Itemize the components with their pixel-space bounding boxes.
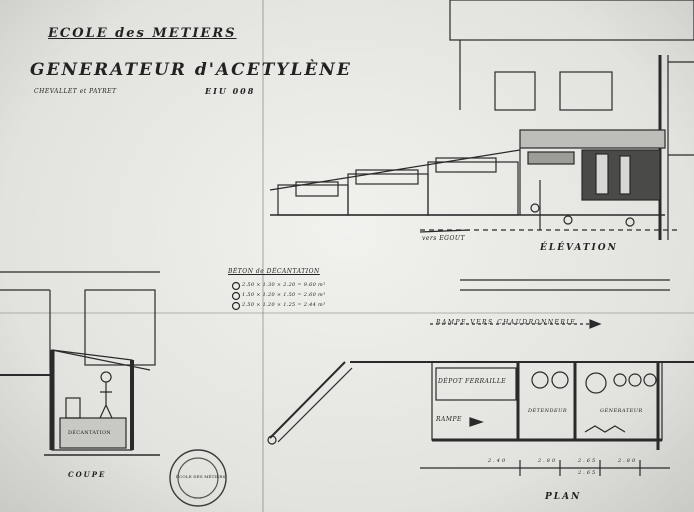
sheet-code: EIU 008 xyxy=(205,86,256,96)
elevation-label: ÉLÉVATION xyxy=(540,243,618,253)
top-frame xyxy=(449,0,694,41)
dimension-2: 2.80 xyxy=(538,458,558,464)
dimension-1: 2.40 xyxy=(488,458,508,464)
stamp-text: ÉCOLE DES MÉTIERS xyxy=(176,474,226,479)
bullet-1 xyxy=(231,281,241,291)
materials-row-3: 2.50 × 1.20 × 1.25 = 2.44 m³ xyxy=(242,302,326,308)
plan-label: PLAN xyxy=(545,492,582,502)
dimension-5: 2.65 xyxy=(578,470,598,476)
decantation-label: DÉCANTATION xyxy=(68,430,111,436)
materials-row-1: 2.50 × 1.30 × 2.20 = 9.60 m³ xyxy=(242,282,326,288)
bullet-3 xyxy=(231,301,241,311)
elevation-drawing xyxy=(269,129,680,233)
architects-credit: CHEVALLET et PAYRET xyxy=(34,88,117,95)
ramp-route-label: RAMPE VERS CHAUDRONNERIE xyxy=(436,319,577,326)
window-outline xyxy=(494,71,536,111)
school-name: ECOLE des METIERS xyxy=(48,26,237,41)
drawing-title: GENERATEUR d'ACETYLÈNE xyxy=(30,60,352,80)
rampe-label: RAMPE xyxy=(436,416,462,423)
dimension-3: 2.65 xyxy=(578,458,598,464)
detendeur-label: DÉTENDEUR xyxy=(528,408,568,414)
plan-drawing xyxy=(267,361,694,476)
fold-line xyxy=(262,0,264,512)
dimension-4: 2.80 xyxy=(618,458,638,464)
coupe-drawing xyxy=(44,349,160,456)
fold-line xyxy=(0,312,694,314)
egout-label: vers EGOUT xyxy=(422,235,465,242)
materials-row-2: 1.50 × 1.20 × 1.50 = 2.60 m³ xyxy=(242,292,326,298)
school-stamp-inner xyxy=(177,457,219,499)
school-stamp xyxy=(169,449,227,507)
generateur-label: GÉNÉRATEUR xyxy=(600,408,643,414)
materials-heading: BÉTON de DÉCANTATION xyxy=(228,268,320,275)
depot-label: DÉPOT FERRAILLE xyxy=(438,378,507,385)
window-outline xyxy=(559,71,613,111)
bullet-2 xyxy=(231,291,241,301)
coupe-label: COUPE xyxy=(68,470,107,479)
